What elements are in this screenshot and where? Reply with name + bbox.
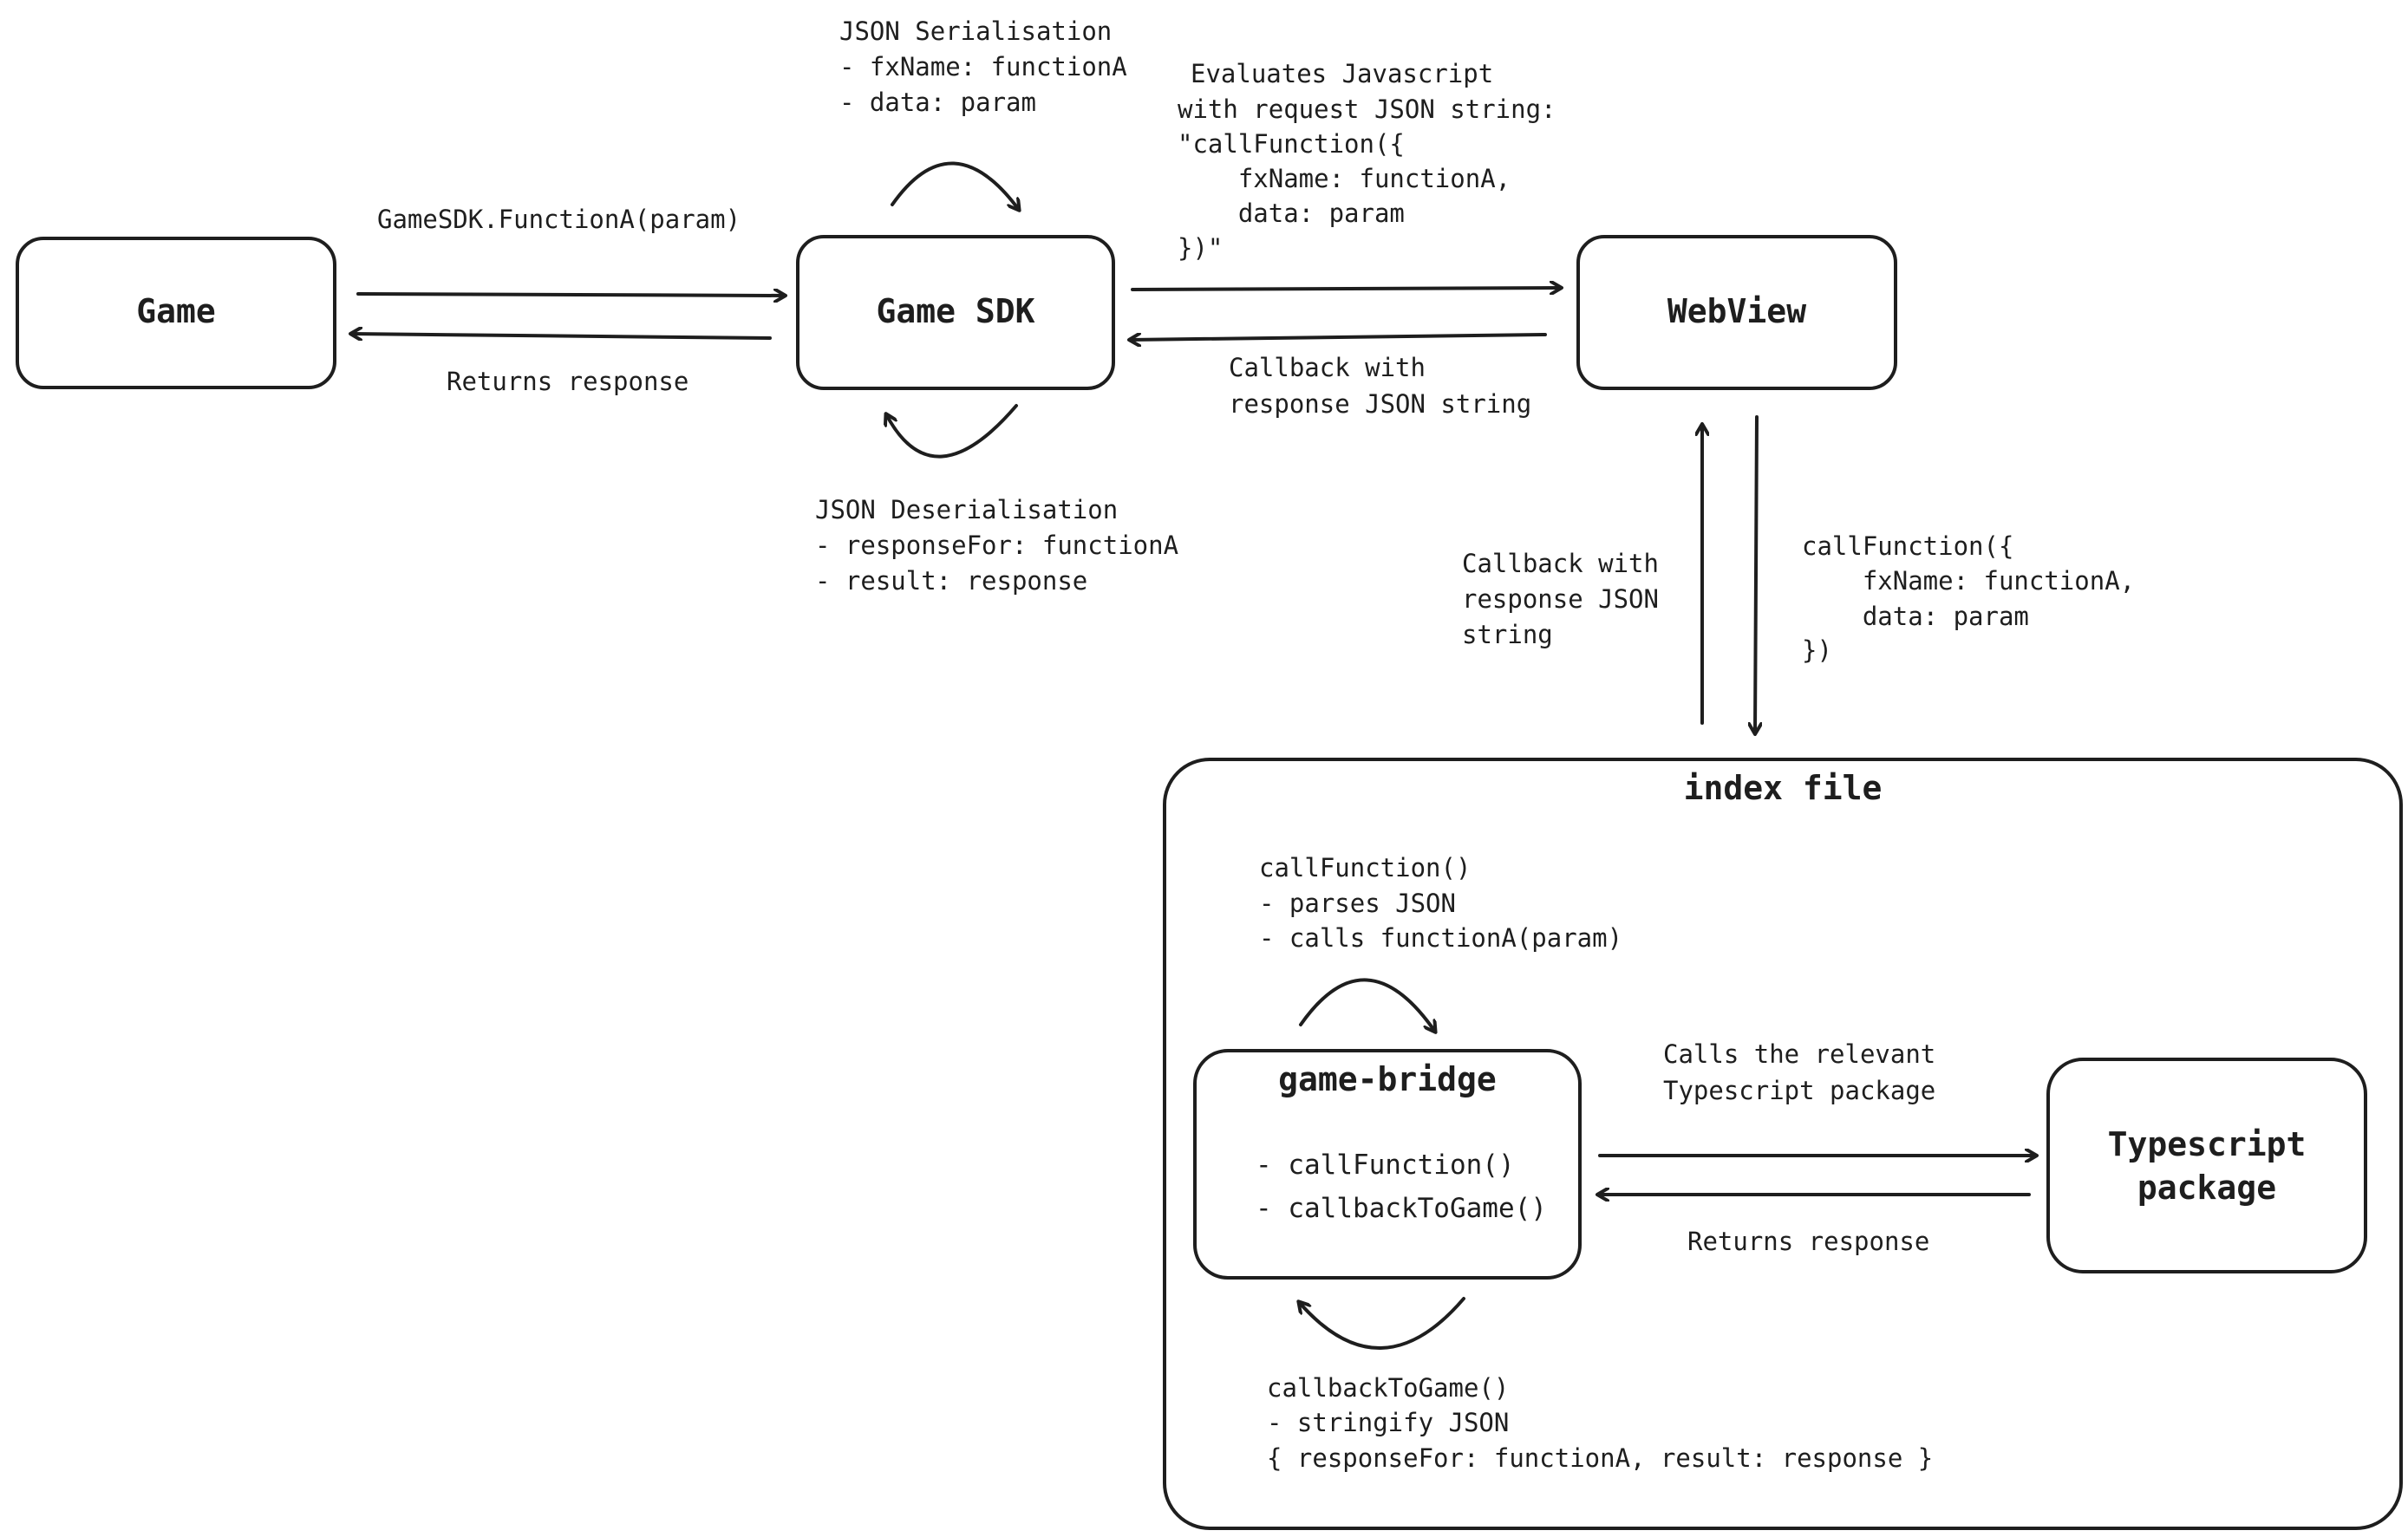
arrow-game-to-sdk <box>356 294 785 296</box>
svg-text:data: param: data: param <box>1802 602 2029 631</box>
svg-text:- result: response: - result: response <box>815 566 1087 596</box>
svg-text:JSON Serialisation: JSON Serialisation <box>839 16 1112 46</box>
edge-label-sdk-to-game: Returns response <box>447 367 688 396</box>
game-label: Game <box>136 292 216 330</box>
svg-text:Calls the relevant: Calls the relevant <box>1663 1039 1935 1069</box>
loop-arrow-sdk-serialise <box>891 161 1019 210</box>
edge-label-game-to-sdk: GameSDK.FunctionA(param) <box>377 205 741 234</box>
svg-text:Callback with: Callback with <box>1229 353 1426 382</box>
loop-arrow-bridge-call <box>1299 978 1435 1032</box>
game-node: Game <box>16 237 336 389</box>
svg-text:data: param: data: param <box>1178 199 1405 228</box>
svg-text:{ responseFor: functionA, resu: { responseFor: functionA, result: respon… <box>1267 1443 1933 1473</box>
svg-text:- fxName: functionA: - fxName: functionA <box>839 52 1127 81</box>
arrow-webview-to-index <box>1755 415 1757 733</box>
loop-label-sdk-serialise: JSON Serialisation - fxName: functionA -… <box>839 16 1127 117</box>
svg-text:- stringify JSON: - stringify JSON <box>1267 1408 1509 1437</box>
svg-text:- responseFor: functionA: - responseFor: functionA <box>815 531 1178 560</box>
svg-text:response JSON string: response JSON string <box>1229 389 1531 419</box>
game-bridge-method: - callFunction() <box>1256 1149 1515 1181</box>
loop-arrow-sdk-deserialise <box>886 404 1018 459</box>
svg-text:callbackToGame(): callbackToGame() <box>1267 1373 1509 1403</box>
edge-label-sdk-to-webview: Evaluates Javascript with request JSON s… <box>1178 59 1556 263</box>
game-sdk-label: Game SDK <box>876 292 1034 330</box>
svg-text:response JSON: response JSON <box>1462 584 1659 614</box>
svg-text:Typescript package: Typescript package <box>1663 1076 1935 1105</box>
svg-text:- parses JSON: - parses JSON <box>1259 889 1456 918</box>
svg-text:}): }) <box>1802 635 1832 665</box>
edge-label-index-to-webview: Callback with response JSON string <box>1462 549 1659 649</box>
edge-label-webview-to-sdk: Callback with response JSON string <box>1229 353 1531 419</box>
svg-text:Evaluates Javascript: Evaluates Javascript <box>1191 59 1493 88</box>
edge-label-bridge-to-typescript: Calls the relevant Typescript package <box>1663 1039 1935 1105</box>
svg-text:callFunction(): callFunction() <box>1259 853 1471 882</box>
game-bridge-title: game-bridge <box>1278 1060 1497 1098</box>
svg-text:fxName: functionA,: fxName: functionA, <box>1178 164 1511 193</box>
edge-label-typescript-to-bridge: Returns response <box>1687 1227 1929 1256</box>
index-file-label: index file <box>1684 769 1883 807</box>
loop-label-bridge-callback: callbackToGame() - stringify JSON { resp… <box>1267 1373 1933 1473</box>
svg-text:- data: param: - data: param <box>839 88 1036 117</box>
arrow-webview-to-sdk <box>1130 335 1547 340</box>
webview-node: WebView <box>1576 235 1897 390</box>
game-bridge-node: game-bridge - callFunction() - callbackT… <box>1193 1049 1582 1280</box>
edge-label-webview-to-index: callFunction({ fxName: functionA, data: … <box>1802 531 2135 665</box>
typescript-package-label: Typescript <box>2108 1125 2307 1163</box>
arrow-sdk-to-game <box>351 334 772 338</box>
loop-label-sdk-deserialise: JSON Deserialisation - responseFor: func… <box>815 495 1178 596</box>
svg-text:with request JSON string:: with request JSON string: <box>1178 94 1556 124</box>
typescript-package-label: package <box>2137 1169 2276 1207</box>
game-sdk-node: Game SDK <box>796 235 1115 390</box>
loop-label-bridge-call: callFunction() - parses JSON - calls fun… <box>1259 853 1622 953</box>
arrow-sdk-to-webview <box>1131 288 1561 290</box>
webview-label: WebView <box>1667 292 1806 330</box>
svg-text:- calls functionA(param): - calls functionA(param) <box>1259 923 1622 953</box>
svg-text:string: string <box>1462 620 1553 649</box>
svg-text:JSON Deserialisation: JSON Deserialisation <box>815 495 1118 524</box>
svg-text:fxName: functionA,: fxName: functionA, <box>1802 566 2135 596</box>
game-bridge-method: - callbackToGame() <box>1256 1193 1547 1224</box>
svg-text:"callFunction({: "callFunction({ <box>1178 129 1405 159</box>
index-file-container: index file <box>1163 758 2403 1530</box>
loop-arrow-bridge-callback <box>1299 1297 1465 1350</box>
typescript-package-node: Typescript package <box>2046 1058 2367 1273</box>
svg-text:callFunction({: callFunction({ <box>1802 531 2013 561</box>
svg-text:})": })" <box>1178 233 1223 263</box>
svg-text:Callback with: Callback with <box>1462 549 1659 578</box>
